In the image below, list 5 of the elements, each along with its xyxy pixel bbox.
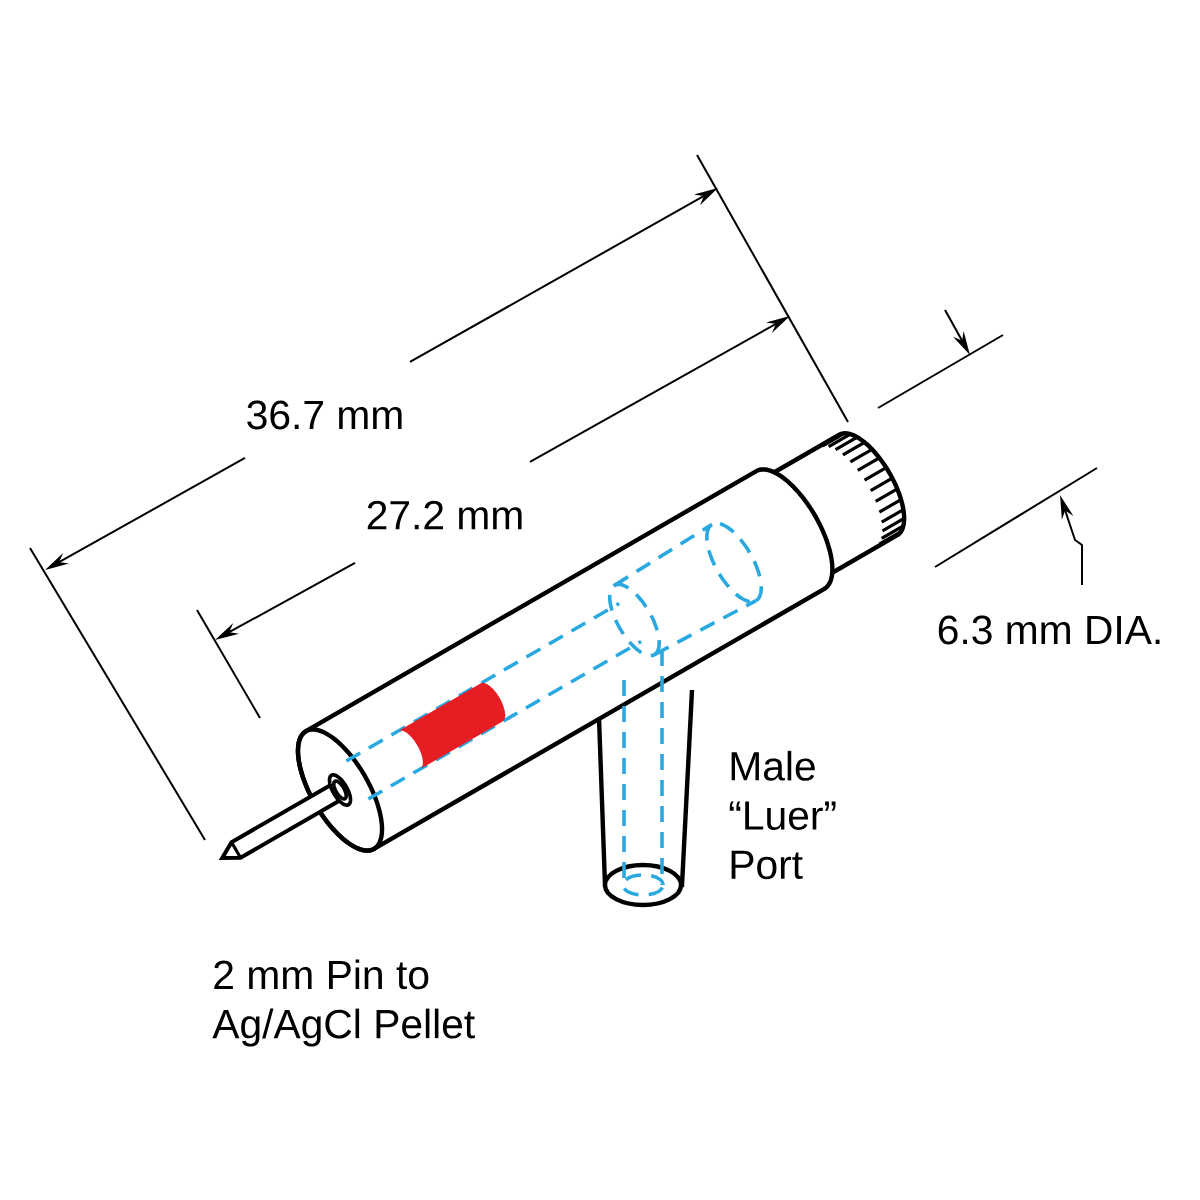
dimension-label: 27.2 mm xyxy=(367,500,522,530)
part-label: 2 mm Pin to Ag/AgCl Pellet xyxy=(212,959,475,1047)
part-label: Male “Luer” Port xyxy=(729,750,836,880)
dimension-label: 6.3 mm DIA. xyxy=(938,615,1160,645)
dimension-label: 36.7 mm xyxy=(247,400,402,430)
